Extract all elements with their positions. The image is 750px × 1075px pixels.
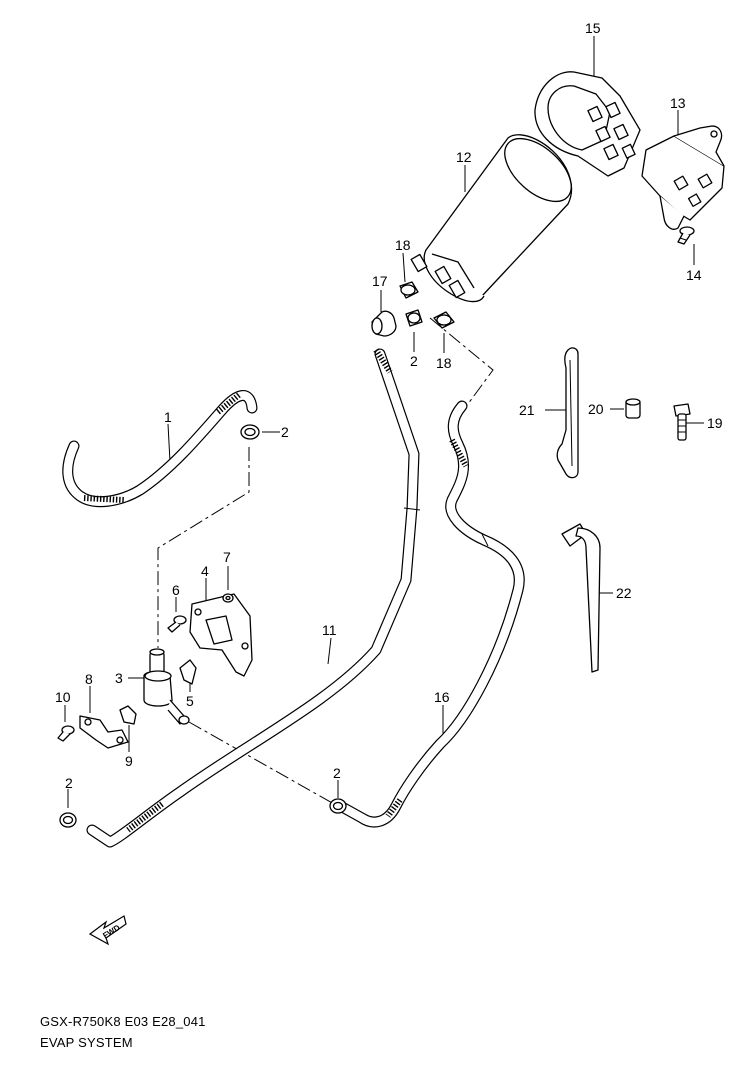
callout-1: 1 (164, 409, 172, 425)
screw-10 (57, 725, 75, 742)
mounting-bracket-13 (641, 125, 725, 230)
diagram-code: GSX-R750K8 E03 E28_041 (40, 1014, 206, 1029)
hose-joint-17 (371, 310, 397, 337)
callout-10: 10 (55, 689, 71, 705)
hose-clamp-2-upper (240, 424, 260, 440)
callout-2-canister: 2 (410, 353, 418, 369)
callout-9: 9 (125, 753, 133, 769)
callout-14: 14 (686, 267, 702, 283)
screw-6 (167, 615, 187, 633)
evap-hose-16 (338, 400, 525, 828)
hose-clamp-18-upper (399, 281, 419, 299)
callout-17: 17 (372, 273, 388, 289)
callout-7: 7 (223, 549, 231, 565)
hose-clamp-2-left (59, 812, 77, 828)
callout-2-middle: 2 (333, 765, 341, 781)
valve-bracket-4 (189, 593, 253, 677)
callout-15: 15 (585, 20, 601, 36)
evap-hose-1 (62, 390, 258, 508)
clip-9 (119, 705, 137, 725)
callout-21: 21 (519, 402, 535, 418)
callout-18-lower: 18 (436, 355, 452, 371)
callout-2-left: 2 (65, 775, 73, 791)
callout-4: 4 (201, 563, 209, 579)
callout-16: 16 (434, 689, 450, 705)
callout-13: 13 (670, 95, 686, 111)
hose-clamp-18-lower (433, 311, 455, 329)
bracket-8 (79, 715, 129, 749)
bolt-19 (673, 403, 691, 441)
rubber-strap-21 (556, 347, 579, 479)
canister-bracket-15 (534, 71, 641, 177)
callout-20: 20 (588, 401, 604, 417)
callout-2-upper: 2 (281, 424, 289, 440)
washer-7 (222, 593, 234, 603)
diagram-title: EVAP SYSTEM (40, 1035, 133, 1050)
callout-8: 8 (85, 671, 93, 687)
callout-5: 5 (186, 693, 194, 709)
spacer-20 (625, 398, 641, 419)
clip-5 (179, 659, 197, 685)
evap-canister-12 (410, 134, 573, 303)
evap-hose-11 (86, 348, 421, 848)
hose-clamp-2-canister (405, 309, 423, 327)
drain-tube-22 (561, 523, 601, 673)
part-callouts: 1 2 2 2 2 3 4 5 6 7 8 9 10 11 12 13 14 1… (55, 20, 723, 791)
fwd-arrow: FWD (88, 915, 127, 946)
screw-14 (677, 226, 695, 245)
callout-3: 3 (115, 670, 123, 686)
callout-22: 22 (616, 585, 632, 601)
dash-dot-reference-lines (157, 317, 494, 805)
callout-12: 12 (456, 149, 472, 165)
solenoid-valve-3 (143, 648, 190, 725)
hose-clamp-2-middle (329, 798, 347, 814)
callout-11: 11 (322, 622, 337, 638)
callout-19: 19 (707, 415, 723, 431)
callout-18-upper: 18 (395, 237, 411, 253)
callout-6: 6 (172, 582, 180, 598)
